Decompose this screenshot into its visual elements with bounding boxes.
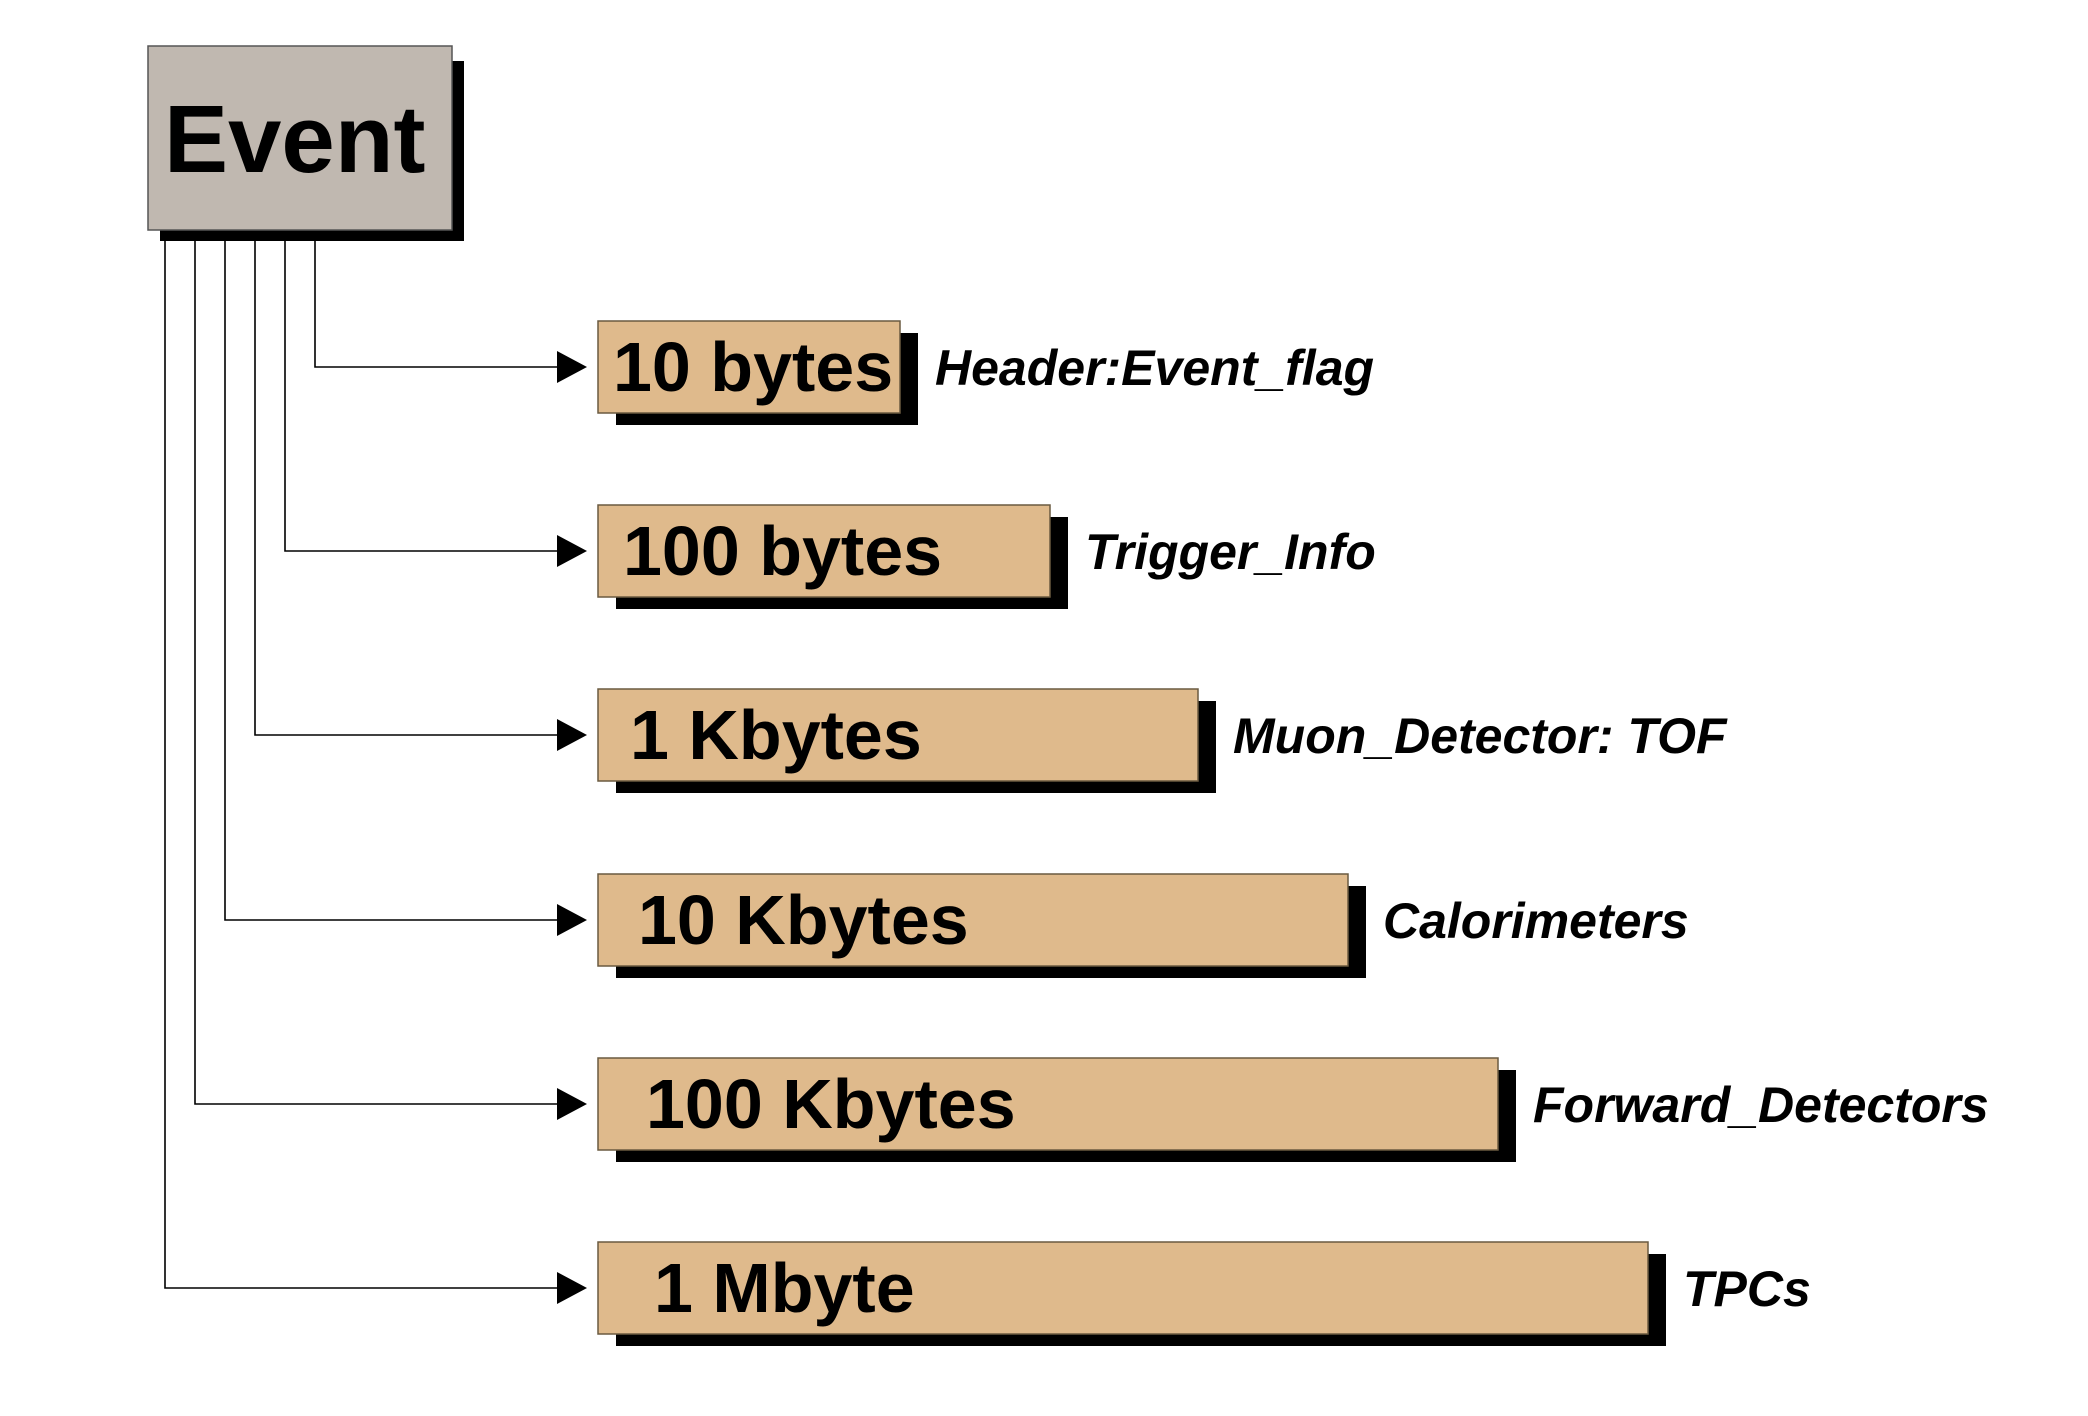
branch-description: Calorimeters — [1383, 893, 1689, 949]
arrow-head — [557, 719, 587, 751]
branch-description: Forward_Detectors — [1533, 1077, 1989, 1133]
branch-size-label: 100 bytes — [623, 512, 942, 590]
arrow-head — [557, 351, 587, 383]
root-node-box — [147, 45, 453, 231]
connector-line — [224, 240, 557, 921]
branch-size-label: 10 bytes — [613, 328, 893, 406]
branch-box — [597, 1057, 1499, 1151]
branch-description: Trigger_Info — [1085, 524, 1376, 580]
branch-node: 10 Kbytes Calorimeters — [597, 873, 1689, 978]
branch-size-label: 1 Mbyte — [654, 1249, 915, 1327]
connector-line — [194, 240, 557, 1105]
branch-box — [597, 504, 1051, 598]
branch-node: 100 bytes Trigger_Info — [597, 504, 1376, 609]
connector-line — [164, 240, 557, 1289]
branch-node: 100 Kbytes Forward_Detectors — [597, 1057, 1989, 1162]
root-node-label: Event — [164, 86, 425, 193]
connector-line — [254, 240, 557, 736]
branch-box — [597, 688, 1199, 782]
branch-list: 10 bytes Header:Event_flag 100 bytes Trigge… — [597, 320, 1989, 1346]
connector-line — [314, 240, 557, 368]
branch-description: Muon_Detector: TOF — [1233, 708, 1728, 764]
branch-size-label: 1 Kbytes — [630, 696, 922, 774]
branch-description: TPCs — [1683, 1261, 1811, 1317]
branch-node: 1 Mbyte TPCs — [597, 1241, 1811, 1346]
branch-box — [597, 873, 1349, 967]
arrow-head — [557, 904, 587, 936]
root-node: Event — [147, 45, 464, 241]
arrow-head — [557, 535, 587, 567]
branch-size-label: 100 Kbytes — [646, 1065, 1016, 1143]
branch-description: Header:Event_flag — [935, 340, 1374, 396]
branch-size-label: 10 Kbytes — [638, 881, 969, 959]
arrow-head — [557, 1272, 587, 1304]
branch-node: 1 Kbytes Muon_Detector: TOF — [597, 688, 1728, 793]
connector-lines — [164, 240, 587, 1304]
branch-node: 10 bytes Header:Event_flag — [597, 320, 1374, 425]
arrow-head — [557, 1088, 587, 1120]
connector-line — [284, 240, 557, 552]
branch-box — [597, 1241, 1649, 1335]
branch-box — [597, 320, 901, 414]
